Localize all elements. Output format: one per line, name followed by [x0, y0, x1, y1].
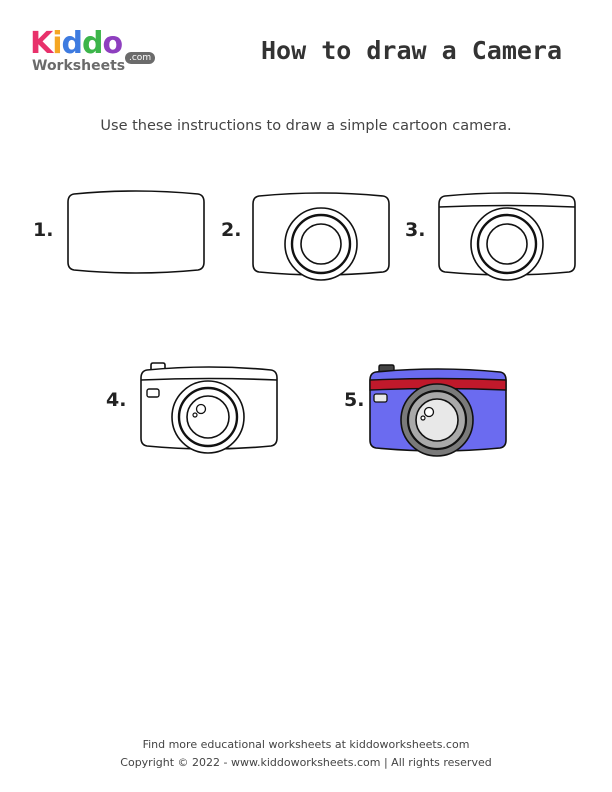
logo-letter: o [102, 26, 124, 61]
kiddo-worksheets-logo: Kiddo Worksheets .com [30, 26, 156, 78]
step-5-colored-camera [369, 364, 507, 457]
step-1-label: 1. [33, 219, 54, 241]
page-title: How to draw a Camera [261, 36, 563, 65]
logo-letter: d [61, 26, 84, 61]
step-3-camera-with-top-band [438, 192, 576, 281]
step-4-camera-with-details [140, 362, 278, 454]
logo-wordmark: Kiddo [30, 26, 124, 61]
logo-letter: i [52, 26, 62, 61]
instructions-text: Use these instructions to draw a simple … [100, 118, 512, 134]
footer-line-1: Find more educational worksheets at kidd… [142, 738, 470, 751]
step-2-label: 2. [221, 219, 242, 241]
footer-line-2: Copyright © 2022 - www.kiddoworksheets.c… [120, 756, 492, 769]
logo-com-badge: .com [125, 52, 156, 64]
logo-letter: d [82, 26, 104, 61]
step-5-label: 5. [344, 389, 365, 411]
logo-subtitle: Worksheets [32, 58, 126, 74]
step-4-label: 4. [106, 389, 127, 411]
logo-letter: K [30, 26, 53, 61]
step-1-camera-body-outline [67, 190, 205, 274]
step-2-camera-with-lens [252, 192, 390, 281]
step-3-label: 3. [405, 219, 426, 241]
